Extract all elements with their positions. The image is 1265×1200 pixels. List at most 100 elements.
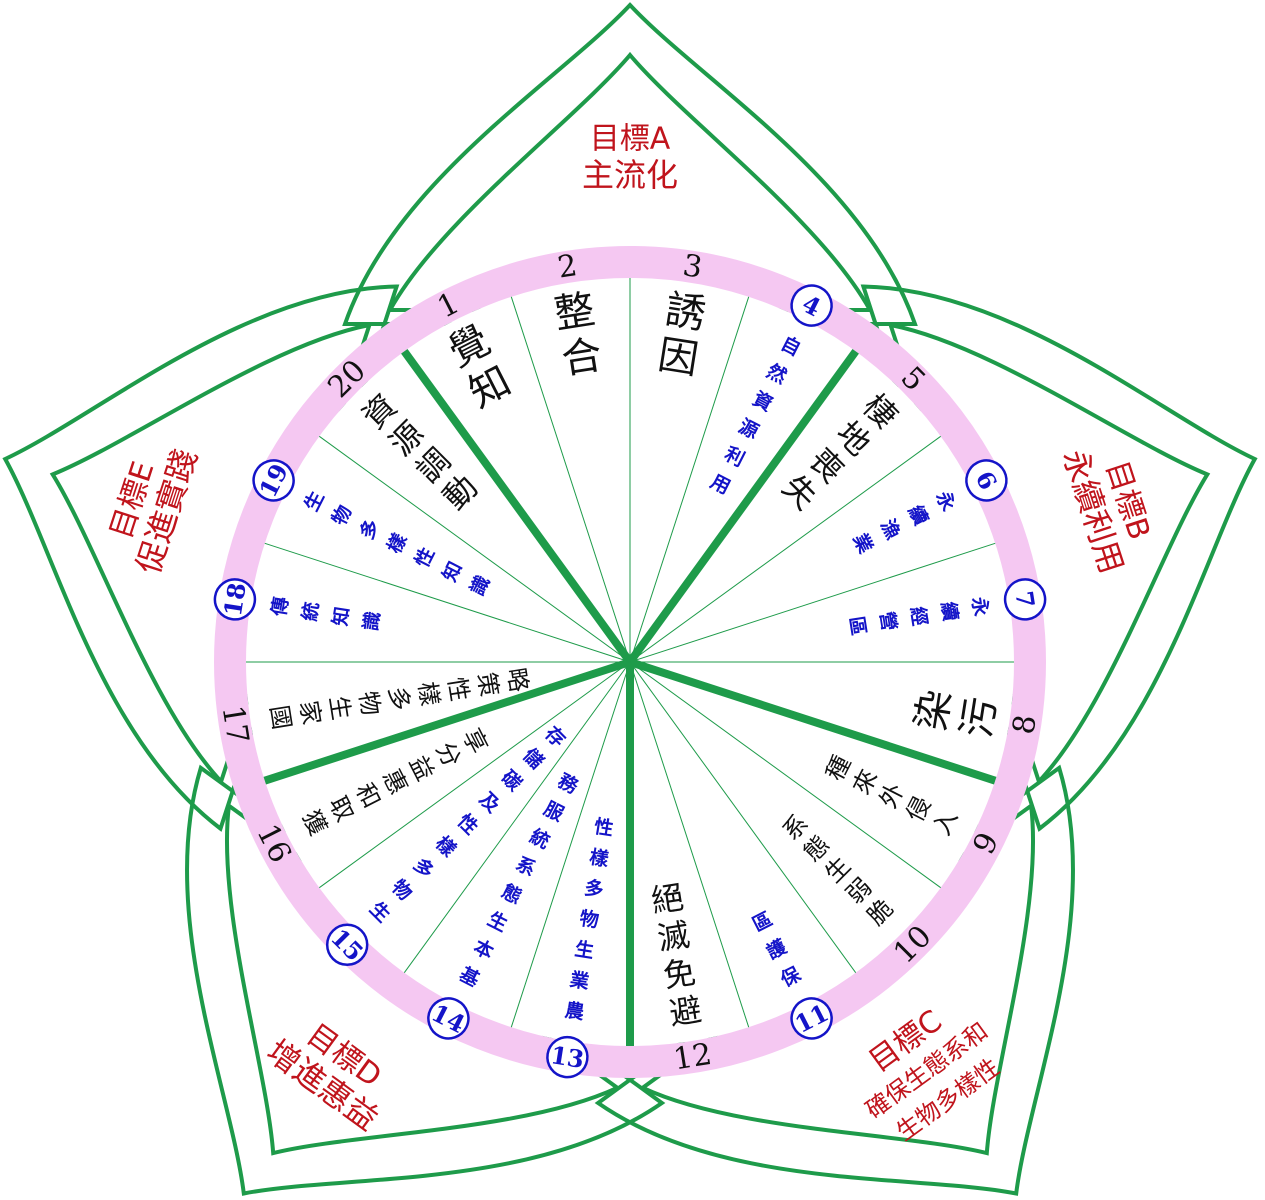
petal-outer — [2, 284, 400, 832]
target-label-char: 樣 — [588, 845, 611, 871]
target-label-char: 略 — [502, 666, 533, 694]
target-label-char: 合 — [558, 332, 605, 384]
circled-target-number: 19 — [252, 459, 295, 502]
number-circle — [546, 1035, 589, 1079]
target-label-char: 免 — [661, 953, 699, 996]
target-divider — [629, 435, 941, 663]
target-number-text: 12 — [671, 1037, 714, 1078]
target-label-char: 污 — [954, 694, 1006, 741]
target-label-18: 傳統知識 — [267, 595, 385, 632]
petal-outer — [860, 284, 1258, 832]
target-number-text: 17 — [215, 703, 256, 746]
target-label-2: 整合 — [551, 287, 605, 384]
target-label-char: 業 — [567, 968, 591, 994]
target-divider — [629, 542, 996, 663]
pink-ring — [214, 246, 1046, 1078]
target-number-text: 18 — [218, 581, 252, 619]
petal-outer — [342, 2, 918, 326]
target-divider — [629, 661, 857, 973]
target-label-char: 生 — [324, 694, 355, 722]
circled-target-number: 7 — [1003, 578, 1047, 621]
target-label-char: 樣 — [413, 680, 444, 708]
target-label-char: 知 — [328, 605, 354, 627]
target-divider — [264, 542, 631, 663]
number-circle — [325, 923, 369, 967]
target-label-char: 家 — [294, 699, 325, 727]
target-label-char: 生 — [573, 937, 595, 963]
target-label-char: 傳 — [267, 595, 293, 618]
target-number: 17 — [215, 703, 256, 746]
target-label-char: 農 — [563, 999, 585, 1024]
petal-inner — [49, 322, 373, 786]
target-label-char: 染 — [908, 687, 960, 734]
target-label-char: 誘 — [662, 287, 709, 339]
target-label-char: 識 — [359, 610, 385, 632]
target-divider — [510, 296, 631, 663]
circled-target-number: 4 — [790, 284, 833, 327]
target-divider — [629, 661, 750, 1028]
target-label-char: 避 — [667, 990, 705, 1033]
circled-target-number: 18 — [213, 578, 257, 621]
target-divider — [629, 296, 750, 663]
target-label-char: 策 — [472, 670, 503, 698]
goal-divider — [628, 658, 997, 785]
circled-target-number: 6 — [965, 459, 1008, 502]
sector-dividers — [246, 278, 1014, 1046]
target-label-char: 經 — [906, 605, 932, 627]
target-label-char: 整 — [551, 287, 598, 339]
target-label-char: 續 — [937, 600, 963, 622]
number-circle — [252, 459, 295, 502]
petal-inner — [224, 802, 622, 1156]
target-label-char: 物 — [354, 689, 385, 717]
number-circle — [790, 997, 833, 1040]
number-circle — [1003, 578, 1047, 621]
target-label-char: 統 — [298, 600, 324, 622]
petal-outer — [594, 764, 1076, 1196]
number-circle — [427, 997, 470, 1040]
goal-divider — [263, 658, 632, 785]
target-label-char: 營 — [875, 610, 901, 632]
target-divider — [319, 661, 631, 889]
goal-label-line: 目標A — [590, 122, 671, 157]
target-label-char: 物 — [578, 906, 600, 932]
target-label-char: 性 — [442, 675, 473, 703]
target-label-char: 多 — [383, 685, 414, 713]
circled-target-number: 13 — [546, 1035, 589, 1079]
circled-target-number: 15 — [325, 923, 369, 967]
petal-inner — [638, 802, 1036, 1156]
target-number-text: 13 — [549, 1040, 587, 1074]
petal-inner — [386, 51, 874, 312]
circled-target-number: 14 — [427, 997, 470, 1040]
target-divider — [319, 435, 631, 663]
petal-outer — [184, 764, 666, 1196]
number-circle — [790, 284, 833, 327]
target-divider — [403, 661, 631, 973]
goal-divider — [401, 348, 634, 665]
target-label-char: 區 — [845, 615, 870, 637]
target-label-char: 滅 — [655, 915, 693, 958]
target-label-char: 絕 — [649, 878, 687, 921]
target-label-char: 多 — [583, 876, 605, 902]
target-divider — [629, 661, 941, 889]
number-circle — [965, 459, 1008, 502]
goal-label-line: 主流化 — [582, 156, 678, 194]
petal-inner — [887, 322, 1211, 786]
target-label-char: 因 — [655, 332, 702, 384]
target-number-text: 7 — [1009, 589, 1040, 610]
target-label-char: 永 — [967, 594, 993, 618]
target-label-8: 污染 — [908, 687, 1005, 741]
circled-target-number: 11 — [790, 997, 833, 1040]
target-label-char: 性 — [593, 815, 615, 841]
target-label-3: 誘因 — [655, 287, 709, 384]
target-label-char: 國 — [265, 703, 296, 731]
